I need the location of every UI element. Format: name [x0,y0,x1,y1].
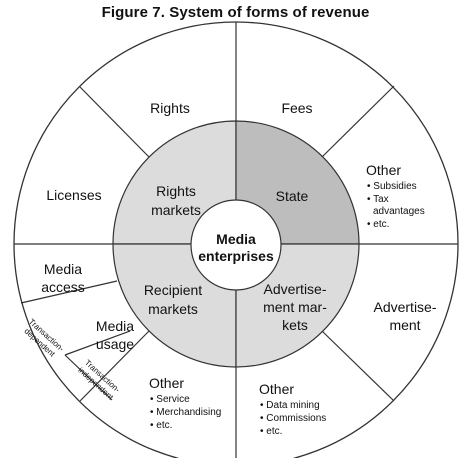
media-usage-label-2: usage [96,336,134,352]
other-bottom-right-group: Other • Data mining • Commissions • etc. [259,381,326,437]
advertisement-markets-label-2: ment mar- [263,299,327,315]
other-bottom-right-heading: Other [259,381,294,397]
recipient-markets-label-2: markets [148,301,198,317]
other-bottom-left-item: • Service [150,394,190,405]
media-usage-label-1: Media [96,318,134,334]
other-top-item: • Tax [367,194,389,205]
figure-title: Figure 7. System of forms of revenue [101,4,370,21]
rights-label: Rights [150,100,190,116]
licenses-label: Licenses [46,187,101,203]
other-bottom-right-item: • Commissions [260,413,326,424]
divider-transaction [64,354,113,401]
other-top-item: advantages [373,206,425,217]
advertisement-label-1: Advertise- [373,299,436,315]
other-top-heading: Other [366,162,401,178]
rights-markets-label-2: markets [151,202,201,218]
other-bottom-left-item: • etc. [150,420,172,431]
center-label-line1: Media [216,231,256,247]
fees-label: Fees [281,100,312,116]
other-top-item: • etc. [367,219,389,230]
advertisement-markets-label-1: Advertise- [263,281,326,297]
recipient-markets-label-1: Recipient [144,282,202,298]
advertisement-label-2: ment [389,317,420,333]
other-top-item: • Subsidies [367,181,417,192]
other-bottom-left-item: • Merchandising [150,407,221,418]
divider-lower-left [79,330,150,402]
center-label-line2: enterprises [198,248,274,264]
other-bottom-right-item: • Data mining [260,400,320,411]
media-access-label-2: access [41,279,85,295]
other-bottom-right-item: • etc. [260,426,282,437]
other-bottom-left-heading: Other [149,375,184,391]
rights-markets-label-1: Rights [156,183,196,199]
segment-dividers [14,22,458,458]
divider-media-access [20,280,118,304]
state-label: State [276,188,309,204]
advertisement-markets-label-3: kets [282,317,308,333]
divider-upper-left [79,86,150,158]
divider-upper-right [321,85,395,158]
media-access-label-1: Media [44,261,82,277]
other-top-group: Other • Subsidies • Tax advantages • etc… [366,162,425,230]
divider-lower-right [321,330,395,402]
divider-media-usage [64,330,131,356]
center-disc [190,199,282,291]
other-bottom-left-group: Other • Service • Merchandising • etc. [149,375,221,431]
